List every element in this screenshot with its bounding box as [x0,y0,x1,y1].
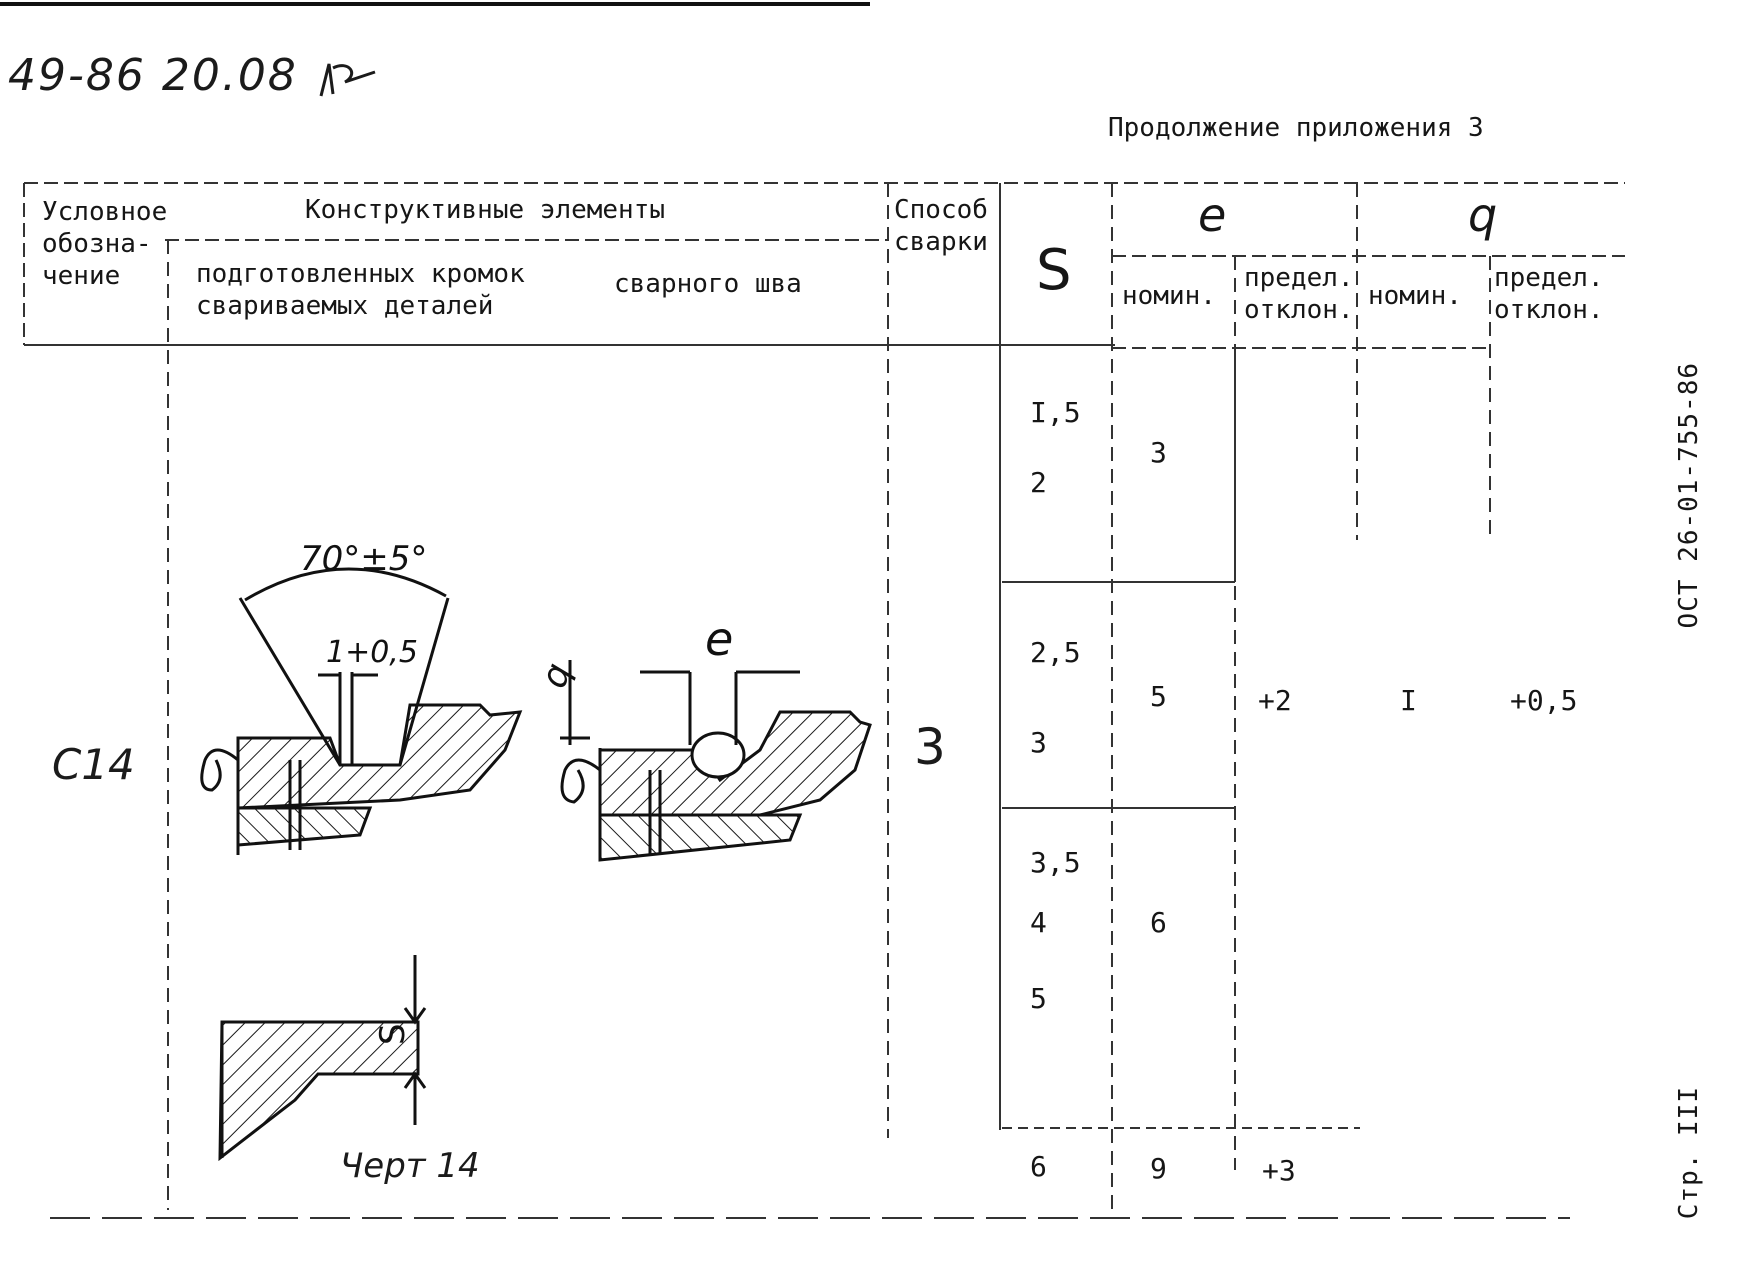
e-deviation-value: +3 [1262,1154,1296,1187]
e-nominal-value: 3 [1150,436,1167,469]
header-q: q [1468,188,1498,242]
header-designation: Условное обозна- чение [42,197,168,291]
angle-label: 70°±5° [300,539,427,579]
top-rule [0,2,870,6]
header-e-deviation: предел. отклон. [1244,263,1354,325]
s-value: 5 [1030,982,1047,1015]
appendix-continuation: Продолжение приложения 3 [1108,113,1484,143]
s-value: 3 [1030,726,1047,759]
header-weld-seam: сварного шва [614,269,802,299]
s-value: 3,5 [1030,846,1081,879]
seam-e-label: e [705,612,733,666]
handwritten-initials-icon [319,63,376,97]
header-s: S [1036,238,1072,303]
header-e-nominal: номин. [1122,281,1216,311]
weld-seam-figure [560,660,872,862]
s-value: 4 [1030,906,1047,939]
q-deviation-value: +0,5 [1510,684,1578,717]
e-deviation-value: +2 [1258,684,1292,717]
e-nominal-value: 5 [1150,680,1167,713]
weld-designation: С14 [52,740,135,789]
header-welding-method: Способ сварки [894,195,988,257]
s-value: 2 [1030,466,1047,499]
drawing-caption: Черт 14 [340,1146,480,1186]
header-q-nominal: номин. [1368,281,1462,311]
s-value: I,5 [1030,396,1081,429]
handwritten-registration: 49-86 20.08 [8,50,298,101]
header-prepared-edges: подготовленных кромок свариваемых детале… [196,259,525,321]
thickness-label: S [373,1023,413,1045]
seam-q-label: q [533,658,579,694]
gap-label: 1+0,5 [326,635,418,670]
e-nominal-value: 9 [1150,1152,1167,1185]
welding-method-value: 3 [914,718,946,776]
q-nominal-value: I [1400,684,1417,717]
s-value: 2,5 [1030,636,1081,669]
prepared-edges-figure [200,567,523,855]
header-q-deviation: предел. отклон. [1494,263,1604,325]
header-structural-elements: Конструктивные элементы [304,195,666,225]
s-value: 6 [1030,1150,1047,1183]
thickness-figure [218,955,427,1162]
header-e: e [1198,188,1227,242]
e-nominal-value: 6 [1150,906,1167,939]
